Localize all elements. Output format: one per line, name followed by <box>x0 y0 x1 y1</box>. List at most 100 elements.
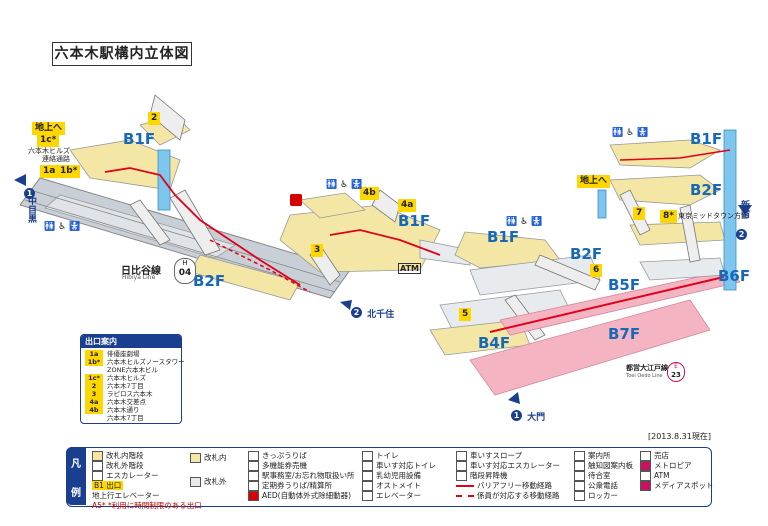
update-date: [2013.8.31現在] <box>648 432 711 441</box>
left-stair <box>149 94 186 141</box>
legend-item: ATM <box>640 471 713 481</box>
hibiya-line-name-en: Hibiya Line <box>122 274 156 281</box>
barrier-free-route-center <box>329 229 441 256</box>
exit-1b[interactable]: 1b* <box>57 165 81 178</box>
legend-item: 駅事務室/お忘れ物取扱い所 <box>248 471 355 481</box>
hibiya-line-badge: H 04 <box>174 258 196 284</box>
waiting-room-icon <box>574 471 585 481</box>
phone-icon <box>574 481 585 491</box>
legend-item: 定期券うりば/精算所 <box>248 481 355 491</box>
legend-panel <box>66 447 712 507</box>
barrier-free-route-oedo <box>619 149 731 161</box>
atm-legend-icon <box>640 471 651 481</box>
floor-label-b6f: B6F <box>718 267 751 285</box>
legend-item: 階段昇降機 <box>456 471 560 481</box>
baby-icon <box>362 471 373 481</box>
exit-2[interactable]: 2 <box>148 112 161 125</box>
direction-nakameguro-label: 中目黒 <box>26 196 36 223</box>
legend-item: ロッカー <box>574 491 633 501</box>
exit-guide-row: ZONE六本木ビル <box>107 366 159 374</box>
locker-icon <box>574 491 585 501</box>
legend-item: A5* *利用に時間制限のある出口 <box>92 501 202 510</box>
exit-7[interactable]: 7 <box>633 207 646 220</box>
barrier-free-line-icon <box>456 485 474 487</box>
hibiya-rail-2 <box>24 199 336 293</box>
toilet-icon-cluster-center: 🚻 ♿ 🚼 <box>326 180 363 190</box>
floor-label-hibiya-b1f: B1F <box>123 130 156 148</box>
surface-exit-right[interactable]: 地上へ <box>577 175 611 188</box>
legend-item: 改札外 <box>190 477 227 487</box>
legend-side-bottom: 例 <box>71 488 81 499</box>
direction-daimon-badge: 1 <box>511 410 522 421</box>
legend-item: メトロピア <box>640 461 713 471</box>
aed-icon <box>290 194 302 206</box>
legend-col-2: 改札内 改札外 <box>190 453 227 487</box>
legend-side-top: 凡 <box>71 459 81 470</box>
exit-8[interactable]: 8* <box>660 210 677 223</box>
staff-route-line-icon <box>456 495 474 497</box>
tactile-map-icon <box>574 461 585 471</box>
floor-label-mid-b2f: B2F <box>570 245 603 263</box>
mid-escalator-1 <box>534 254 601 291</box>
exit-6[interactable]: 6 <box>590 264 603 277</box>
legend-col-5: 車いすスロープ 車いす対応エスカレーター 階段昇降機 バリアフリー移動経路 係員… <box>456 451 560 501</box>
aed-legend-icon <box>248 491 259 501</box>
arrow-shinjuku <box>738 205 752 215</box>
wheelchair-slope-icon <box>456 451 467 461</box>
legend-col-7: 売店 メトロピア ATM メディアスポット <box>640 451 713 491</box>
legend-item: 多機能券売機 <box>248 461 355 471</box>
legend-item: 触知図案内板 <box>574 461 633 471</box>
barrier-free-route-left <box>104 167 301 286</box>
legend-item: トイレ <box>362 451 436 461</box>
direction-daimon-label: 大門 <box>527 413 546 423</box>
wheelchair-escalator-icon <box>456 461 467 471</box>
toilet-icon-cluster-oedo: 🚻 ♿ 🚼 <box>612 128 649 138</box>
exit-4b[interactable]: 4b <box>360 187 379 200</box>
stair-lift-icon <box>456 471 467 481</box>
gate-outside-icon <box>190 477 201 487</box>
exit-4a[interactable]: 4a <box>398 199 417 212</box>
direction-1-daimon: 1 大門 <box>511 405 545 424</box>
legend-item: 改札内 <box>190 453 227 463</box>
exit-1c[interactable]: 1c* <box>37 134 60 147</box>
escalator-icon <box>92 471 103 481</box>
oedo-rail-red <box>489 275 729 333</box>
legend-item: メディアスポット <box>640 481 713 491</box>
info-icon <box>574 451 585 461</box>
hibiya-rail-1 <box>29 189 341 283</box>
exit-guide-header: 出口案内 <box>81 335 181 348</box>
hibiya-code-num: 04 <box>178 268 192 278</box>
ticket-icon <box>248 451 259 461</box>
direction-shinjuku-badge: 2 <box>736 229 747 240</box>
left-b1f-concourse <box>69 139 181 191</box>
toilet-icon-cluster-mid: 🚻 ♿ 🚼 <box>506 217 543 227</box>
floor-label-mid-b1f: B1F <box>487 228 520 246</box>
exit-1a[interactable]: 1a <box>40 165 59 178</box>
legend-item: 売店 <box>640 451 713 461</box>
hills-passage-label: 六本木ヒルズ 連絡通路 <box>28 147 70 163</box>
oedo-stair-2 <box>679 204 701 263</box>
floor-label-oedo-b1f: B1F <box>690 130 723 148</box>
legend-item: バリアフリー移動経路 <box>456 481 560 491</box>
oedo-line-badge: E 23 <box>667 362 685 382</box>
legend-item: AED(自動体外式除細動器) <box>248 491 355 501</box>
legend-item: エレベーター <box>362 491 436 501</box>
page-title: 六本木駅構内立体図 <box>52 42 192 66</box>
oedo-b2f-concourse <box>609 174 721 206</box>
station-office-icon <box>248 471 259 481</box>
surface-exit-left[interactable]: 地上へ <box>32 122 66 135</box>
oedo-track-b5f <box>499 269 741 336</box>
legend-item: エスカレーター <box>92 471 202 481</box>
exit-guide-row: 六本木7丁目 <box>107 414 144 422</box>
exit-5[interactable]: 5 <box>459 308 472 321</box>
legend-item: 改札外階段 <box>92 461 202 471</box>
ostomate-icon <box>362 481 373 491</box>
exit-3[interactable]: 3 <box>311 244 324 257</box>
accessible-toilet-icon <box>362 461 373 471</box>
